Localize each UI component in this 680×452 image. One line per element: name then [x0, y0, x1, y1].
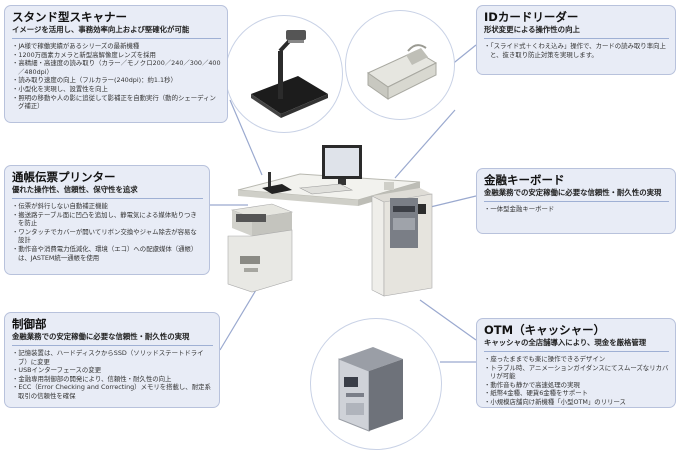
list-item: 一体型金融キーボード: [484, 205, 669, 214]
list-item: 小型化を実現し、設置性を向上: [12, 85, 221, 94]
scanner-title: スタンド型スキャナー: [12, 10, 127, 24]
printer-subtitle: 優れた操作性、信頼性、保守性を追求: [12, 185, 138, 194]
list-item: 座ったままでも楽に操作できるデザイン: [484, 355, 669, 364]
scanner-subtitle: イメージを活用し、事務効率向上および堅確化が可能: [12, 25, 190, 34]
list-item: JA様で稼働実績があるシリーズの最新機種: [12, 42, 221, 51]
list-item: トラブル時、アニメーションガイダンスにてスムーズなリカバリが可能: [484, 364, 669, 381]
control-subtitle: 金融業務での安定稼働に必要な信頼性・耐久性の実現: [12, 332, 190, 341]
list-item: 「スライド式＋くわえ込み」操作で、カードの読み取り率向上と、抜き取り防止対策を実…: [484, 42, 669, 59]
idreader-panel: IDカードリーダー 形状変更による操作性の向上 「スライド式＋くわえ込み」操作で…: [476, 5, 676, 75]
connector-otm-desk: [419, 299, 477, 341]
printer-panel: 通帳伝票プリンター 優れた操作性、信頼性、保守性を追求 伝票が斜行しない自動補正…: [4, 165, 210, 275]
list-item: 動作音や消費電力低減化、環境（エコ）への配慮媒体（通帳）は、JASTEM統一通帳…: [12, 245, 203, 262]
list-item: 動作音も静かで高速処理の実現: [484, 381, 669, 390]
idreader-features: 「スライド式＋くわえ込み」操作で、カードの読み取り率向上と、抜き取り防止対策を実…: [484, 42, 669, 59]
list-item: 紙幣4金種、硬貨6金種をサポート: [484, 389, 669, 398]
idreader-subtitle: 形状変更による操作性の向上: [484, 25, 580, 34]
id-card-reader-illustration: [366, 44, 438, 100]
connector-control-desk: [219, 279, 263, 351]
list-item: 読み取り速度の向上（フルカラー(240dpi)：約1.1秒）: [12, 76, 221, 85]
otm-subtitle: キャッシャの全店舗導入により、現金を厳格管理: [484, 338, 647, 347]
scanner-features: JA様で稼働実績があるシリーズの最新機種 1200万画素カメラと新型高解像度レン…: [12, 42, 221, 111]
connector-scanner-desk: [229, 99, 263, 176]
scanner-image-circle: [225, 15, 343, 133]
list-item: ECC（Error Checking and Correcting）メモリを搭載…: [12, 383, 213, 400]
scanner-panel: スタンド型スキャナー イメージを活用し、事務効率向上および堅確化が可能 JA様で…: [4, 5, 228, 123]
list-item: 金融専用制御部の開発により、信頼性・耐久性の向上: [12, 375, 213, 384]
control-features: 記憶装置は、ハードディスクからSSD（ソリッドステートドライブ）に変更 USBイ…: [12, 349, 213, 401]
list-item: 照明の移動や人の影に追従して影補正を自動実行（動的シェーディング補正）: [12, 94, 221, 111]
keyboard-title: 金融キーボード: [484, 173, 565, 187]
list-item: ワンタッチでカバーが開いてリボン交換やジャム除去が容易な設計: [12, 228, 203, 245]
control-divider: [12, 345, 213, 346]
list-item: 搬送路テーブル面に凹凸を追加し、静電気による媒体貼りつきを防止: [12, 211, 203, 228]
control-title: 制御部: [12, 317, 47, 331]
otm-image-circle: [310, 318, 442, 450]
connector-idreader-desk: [394, 109, 456, 179]
otm-features: 座ったままでも楽に操作できるデザイン トラブル時、アニメーションガイダンスにてス…: [484, 355, 669, 407]
keyboard-subtitle: 金融業務での安定稼働に必要な信頼性・耐久性の実現: [484, 188, 662, 197]
printer-features: 伝票が斜行しない自動補正機能 搬送路テーブル面に凹凸を追加し、静電気による媒体貼…: [12, 202, 203, 262]
idreader-divider: [484, 38, 669, 39]
list-item: 小規模店舗向け新機種「小型OTM」のリリース: [484, 398, 669, 407]
scanner-divider: [12, 38, 221, 39]
list-item: USBインターフェースの変更: [12, 366, 213, 375]
printer-title: 通帳伝票プリンター: [12, 170, 116, 184]
stand-scanner-illustration: [251, 30, 328, 118]
otm-cashier-illustration: [338, 347, 403, 432]
otm-title: OTM（キャッシャー）: [484, 323, 606, 337]
idreader-image-circle: [345, 10, 455, 120]
list-item: 高精細・高速度の読み取り（カラー／モノクロ200／240／300／400／480…: [12, 59, 221, 76]
keyboard-panel: 金融キーボード 金融業務での安定稼働に必要な信頼性・耐久性の実現 一体型金融キー…: [476, 168, 676, 234]
idreader-title: IDカードリーダー: [484, 10, 579, 24]
keyboard-divider: [484, 201, 669, 202]
list-item: 1200万画素カメラと新型高解像度レンズを採用: [12, 51, 221, 60]
list-item: 伝票が斜行しない自動補正機能: [12, 202, 203, 211]
printer-divider: [12, 198, 203, 199]
otm-divider: [484, 351, 669, 352]
control-panel: 制御部 金融業務での安定稼働に必要な信頼性・耐久性の実現 記憶装置は、ハードディ…: [4, 312, 220, 408]
keyboard-features: 一体型金融キーボード: [484, 205, 669, 214]
list-item: 記憶装置は、ハードディスクからSSD（ソリッドステートドライブ）に変更: [12, 349, 213, 366]
otm-panel: OTM（キャッシャー） キャッシャの全店舗導入により、現金を厳格管理 座ったまま…: [476, 318, 676, 408]
